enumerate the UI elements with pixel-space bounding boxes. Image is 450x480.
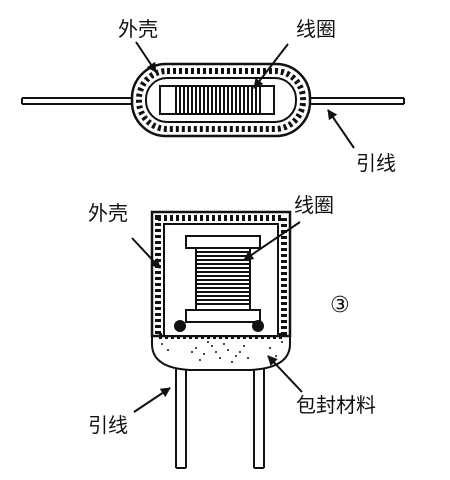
- top-shell-arrow: [135, 41, 157, 73]
- bottom-bobbin-base: [185, 309, 261, 323]
- figure-number: ③: [330, 293, 350, 318]
- top-lead-label: 引线: [356, 151, 396, 175]
- top-coil-label: 线圈: [296, 17, 336, 41]
- bottom-bobbin-top: [185, 235, 261, 249]
- bottom-lead-arrow: [133, 387, 171, 413]
- axial-inductor: 外壳 线圈 引线: [21, 17, 405, 175]
- top-lead-arrow: [327, 109, 355, 149]
- solder-joint-right: [252, 320, 264, 332]
- bottom-encapsulant: [151, 331, 291, 371]
- bottom-shell-label: 外壳: [88, 201, 128, 225]
- solder-joint-left: [174, 320, 186, 332]
- top-coil-arrow: [253, 43, 289, 89]
- top-shell-label: 外壳: [118, 17, 158, 41]
- bottom-lead-label: 引线: [88, 413, 128, 437]
- bottom-shell-arrow: [131, 237, 161, 269]
- bottom-coil-label: 线圈: [294, 193, 334, 217]
- bottom-encapsulant-label: 包封材料: [296, 393, 376, 417]
- bottom-coil-arrow: [243, 221, 301, 261]
- bottom-encapsulant-arrow: [267, 355, 303, 393]
- top-coil: [175, 86, 261, 114]
- radial-inductor: 外壳 线圈 ③ 包封材料 引线: [88, 193, 376, 469]
